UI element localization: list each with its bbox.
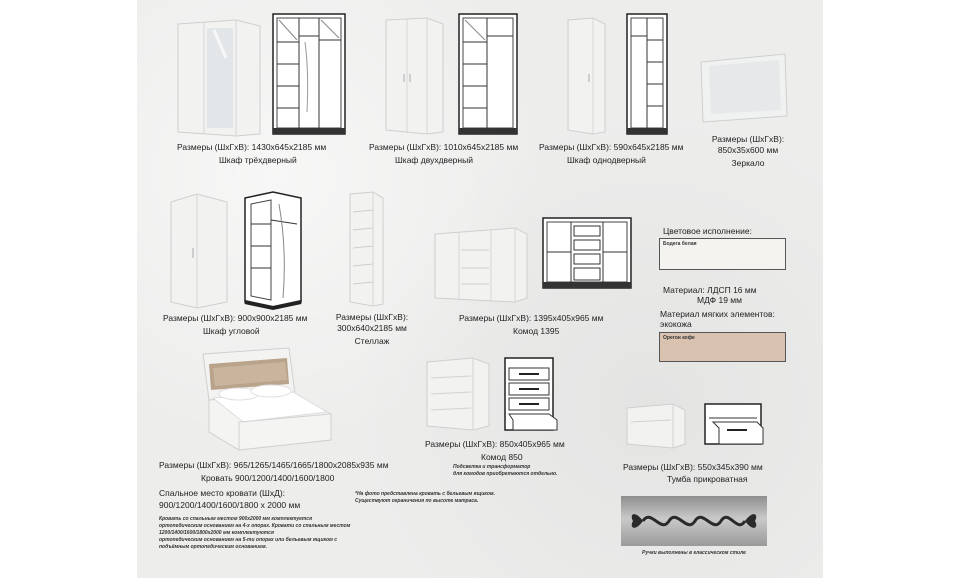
bed-sleep-sizes: 900/1200/1400/1600/1800 х 2000 мм xyxy=(159,500,301,510)
swatch-coffee: Орегон кофе xyxy=(659,332,786,362)
wardrobe3-name: Шкаф трёхдверный xyxy=(219,155,297,165)
nightstand-size: Размеры (ШхГхВ): 550х345х390 мм xyxy=(623,462,763,472)
nightstand-name: Тумба прикроватная xyxy=(667,474,748,484)
wardrobe1-size: Размеры (ШхГхВ): 590х645х2185 мм xyxy=(539,142,684,152)
wardrobe3-drawing xyxy=(272,13,346,135)
commode1395-name: Комод 1395 xyxy=(513,326,560,336)
handle-icon xyxy=(631,514,757,528)
commode1395-size: Размеры (ШхГхВ): 1395х405х965 мм xyxy=(459,313,604,323)
bed-note-4: ортопедическим основанием на 5-ти опорах… xyxy=(159,537,337,543)
nightstand-drawing xyxy=(704,403,764,445)
shelf-size-line1: Размеры (ШхГхВ): xyxy=(335,312,409,322)
wardrobe3-size: Размеры (ШхГхВ): 1430х645х2185 мм xyxy=(177,142,327,152)
soft-material-type: экокожа xyxy=(660,319,692,329)
bed-note-3: 1200/1400/1600/1800х2000 мм комплектуютс… xyxy=(159,530,274,536)
bed-note-2: ортопедическим основанием на 4-х опорах.… xyxy=(159,523,351,529)
mirror-size-line2: 850х35х600 мм xyxy=(717,145,779,155)
mirror-name: Зеркало xyxy=(731,158,765,168)
bed-name: Кровать 900/1200/1400/1600/1800 xyxy=(201,473,335,483)
wardrobe2-drawing xyxy=(458,13,518,135)
bed-note-5: подъёмным ортопедическим основанием. xyxy=(159,544,267,550)
photo-note-1: *На фото представлена кровать с бельевым… xyxy=(355,491,495,497)
commode850-note1: Подсветка и трансформатор xyxy=(453,464,531,470)
wardrobe1-render xyxy=(567,17,606,135)
bed-size: Размеры (ШхГхВ): 965/1265/1465/1665/1800… xyxy=(159,460,389,470)
commode850-size: Размеры (ШхГхВ): 850х405х965 мм xyxy=(425,439,565,449)
commode850-name: Комод 850 xyxy=(481,452,523,462)
wardrobe3-render xyxy=(177,19,261,137)
mirror-render xyxy=(700,53,788,123)
material-line1: Материал: ЛДСП 16 мм xyxy=(663,285,757,295)
nightstand-render xyxy=(626,403,686,449)
commode1395-render xyxy=(434,227,528,303)
wardrobe2-name: Шкаф двухдверный xyxy=(395,155,473,165)
soft-material-title: Материал мягких элементов: xyxy=(660,309,775,319)
shelf-name: Стеллаж xyxy=(354,336,390,346)
commode850-note2: для комодов приобретаются отдельно. xyxy=(453,471,558,477)
photo-note-2: Существуют ограничения по высоте матраса… xyxy=(355,498,479,504)
commode850-drawing xyxy=(504,357,558,431)
swatch-white: Бодега белая xyxy=(659,238,786,270)
handle-photo xyxy=(621,496,767,546)
bed-sleep-title: Спальное место кровати (ШхД): xyxy=(159,488,286,498)
shelf-size-line2: 300х640х2185 мм xyxy=(337,323,407,333)
bed-render xyxy=(202,347,332,451)
color-title: Цветовое исполнение: xyxy=(663,226,752,236)
commode1395-drawing xyxy=(542,217,632,289)
wardrobe1-name: Шкаф однодверный xyxy=(567,155,646,165)
commode850-render xyxy=(426,357,490,431)
mirror-size-line1: Размеры (ШхГхВ): xyxy=(711,134,785,144)
handle-note: Ручки выполнены в классическом стиле xyxy=(642,550,746,556)
corner-render xyxy=(170,193,228,309)
bed-note-1: Кровать со спальным местом 900х2000 мм к… xyxy=(159,516,313,522)
corner-size: Размеры (ШхГхВ): 900х900х2185 мм xyxy=(163,313,308,323)
catalog-sheet: Размеры (ШхГхВ): 1430х645х2185 мм Шкаф т… xyxy=(137,0,823,578)
wardrobe1-drawing xyxy=(626,13,668,135)
wardrobe2-size: Размеры (ШхГхВ): 1010х645х2185 мм xyxy=(369,142,519,152)
corner-name: Шкаф угловой xyxy=(203,326,260,336)
material-line2: МДФ 19 мм xyxy=(697,295,742,305)
corner-drawing xyxy=(244,191,302,311)
shelf-render xyxy=(349,191,384,307)
wardrobe2-render xyxy=(385,17,444,135)
